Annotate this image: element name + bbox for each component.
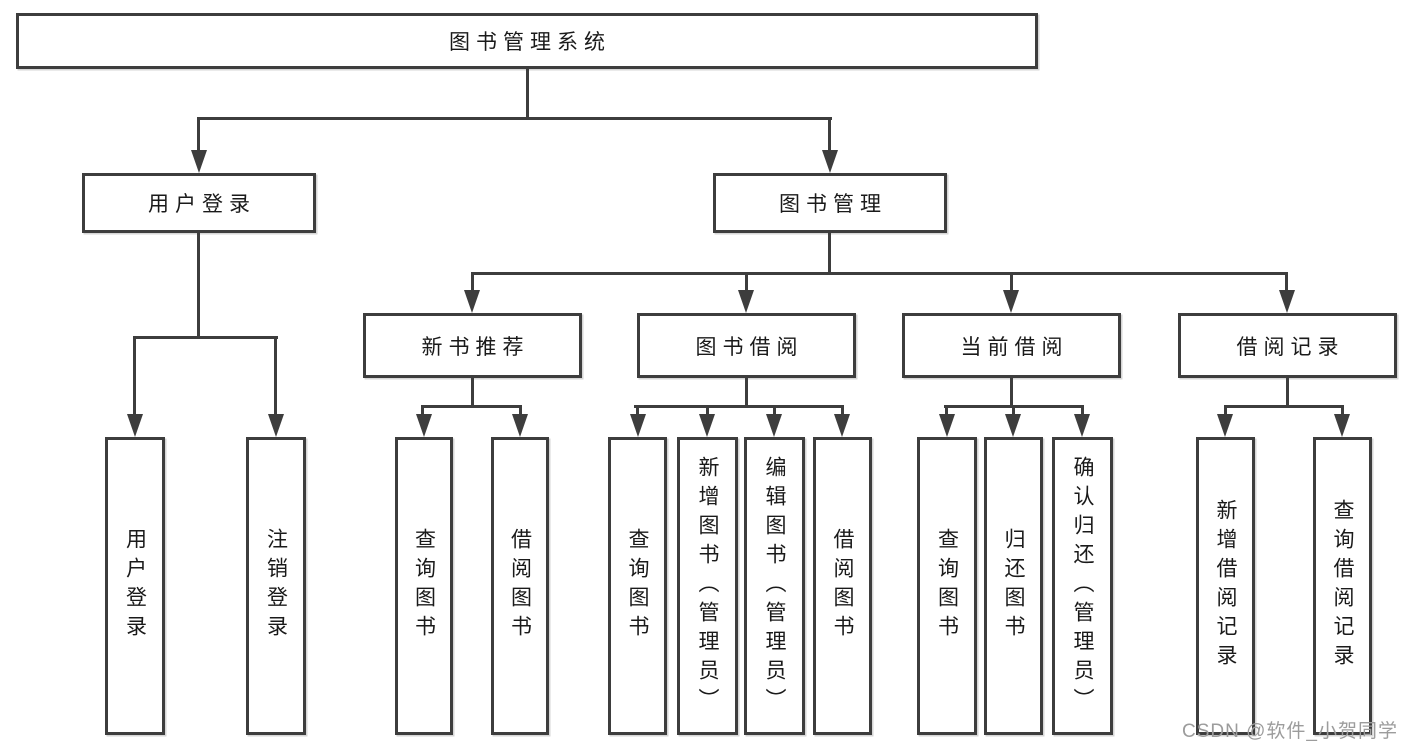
node-current-borrow-label: 当前借阅 (960, 335, 1069, 359)
node-leaf-add-book-admin: 新增图书（管理员） (677, 437, 738, 735)
arrowhead-icon (1074, 414, 1090, 437)
node-leaf-query-books-1: 查询图书 (395, 437, 453, 735)
connector-line (773, 405, 776, 417)
connector-line (706, 405, 709, 417)
node-leaf-query-books-3: 查询图书 (917, 437, 977, 735)
node-leaf-confirm-return-admin: 确认归还（管理员） (1052, 437, 1113, 735)
connector-line (197, 117, 832, 120)
node-book-management-label: 图书管理 (779, 193, 887, 216)
node-leaf-borrow-books-2: 借阅图书 (813, 437, 872, 735)
arrowhead-icon (512, 414, 528, 437)
arrowhead-icon (1279, 290, 1295, 313)
node-current-borrow: 当前借阅 (902, 313, 1121, 378)
arrowhead-icon (822, 150, 838, 173)
connector-line (745, 272, 748, 292)
node-leaf-edit-book-admin-label: 编辑图书（管理员） (763, 455, 786, 717)
arrowhead-icon (630, 414, 646, 437)
node-leaf-query-books-2: 查询图书 (608, 437, 667, 735)
arrowhead-icon (1005, 414, 1021, 437)
connector-line (133, 336, 278, 339)
connector-line (1224, 405, 1344, 408)
connector-line (519, 405, 522, 417)
node-leaf-user-login-label: 用户登录 (123, 528, 147, 644)
node-leaf-borrow-books-1: 借阅图书 (491, 437, 549, 735)
node-leaf-return-books-label: 归还图书 (1002, 528, 1025, 644)
node-leaf-query-books-3-label: 查询图书 (935, 528, 959, 644)
arrowhead-icon (191, 150, 207, 173)
connector-line (471, 272, 1288, 275)
node-new-book-recommend-label: 新书推荐 (421, 335, 530, 359)
connector-line (1286, 378, 1289, 407)
node-user-login: 用户登录 (82, 173, 316, 233)
node-leaf-user-login: 用户登录 (105, 437, 165, 735)
connector-line (634, 405, 844, 408)
connector-line (945, 405, 948, 417)
arrowhead-icon (738, 290, 754, 313)
arrowhead-icon (834, 414, 850, 437)
arrowhead-icon (127, 414, 143, 437)
node-leaf-borrow-books-1-label: 借阅图书 (508, 528, 532, 644)
arrowhead-icon (416, 414, 432, 437)
arrowhead-icon (1217, 414, 1233, 437)
node-root-label: 图书管理系统 (449, 31, 611, 54)
node-leaf-add-borrow-record: 新增借阅记录 (1196, 437, 1255, 735)
arrowhead-icon (939, 414, 955, 437)
node-book-borrow-label: 图书借阅 (695, 335, 804, 359)
node-user-login-label: 用户登录 (148, 193, 256, 216)
connector-line (1010, 272, 1013, 292)
node-borrow-records: 借阅记录 (1178, 313, 1397, 378)
connector-line (828, 117, 831, 155)
node-leaf-query-borrow-record-label: 查询借阅记录 (1331, 499, 1354, 673)
connector-line (636, 405, 639, 417)
arrowhead-icon (1003, 290, 1019, 313)
arrowhead-icon (464, 290, 480, 313)
node-leaf-return-books: 归还图书 (984, 437, 1043, 735)
node-leaf-confirm-return-admin-label: 确认归还（管理员） (1071, 455, 1094, 717)
connector-line (1010, 378, 1013, 407)
node-leaf-logout: 注销登录 (246, 437, 306, 735)
arrowhead-icon (699, 414, 715, 437)
connector-line (471, 272, 474, 292)
connector-line (526, 69, 529, 117)
connector-line (1285, 272, 1288, 292)
node-borrow-records-label: 借阅记录 (1236, 335, 1345, 359)
connector-line (1341, 405, 1344, 417)
connector-line (1012, 405, 1015, 417)
connector-line (197, 117, 200, 155)
connector-line (471, 378, 474, 407)
node-leaf-edit-book-admin: 编辑图书（管理员） (744, 437, 805, 735)
node-leaf-query-books-1-label: 查询图书 (412, 528, 436, 644)
node-new-book-recommend: 新书推荐 (363, 313, 582, 378)
connector-line (1224, 405, 1227, 417)
connector-line (274, 336, 277, 416)
connector-line (197, 233, 200, 336)
connector-line (133, 336, 136, 416)
node-leaf-logout-label: 注销登录 (264, 528, 288, 644)
node-leaf-borrow-books-2-label: 借阅图书 (831, 528, 854, 644)
csdn-watermark: CSDN @软件_小贺同学 (1182, 721, 1398, 742)
connector-line (421, 405, 424, 417)
connector-line (1081, 405, 1084, 417)
node-leaf-query-books-2-label: 查询图书 (626, 528, 649, 644)
node-leaf-add-book-admin-label: 新增图书（管理员） (696, 455, 719, 717)
node-leaf-query-borrow-record: 查询借阅记录 (1313, 437, 1372, 735)
connector-line (421, 405, 522, 408)
node-book-management: 图书管理 (713, 173, 947, 233)
node-leaf-add-borrow-record-label: 新增借阅记录 (1214, 499, 1237, 673)
connector-line (828, 233, 831, 274)
arrowhead-icon (766, 414, 782, 437)
node-book-borrow: 图书借阅 (637, 313, 856, 378)
connector-line (745, 378, 748, 407)
connector-line (841, 405, 844, 417)
node-root: 图书管理系统 (16, 13, 1038, 69)
arrowhead-icon (268, 414, 284, 437)
arrowhead-icon (1334, 414, 1350, 437)
